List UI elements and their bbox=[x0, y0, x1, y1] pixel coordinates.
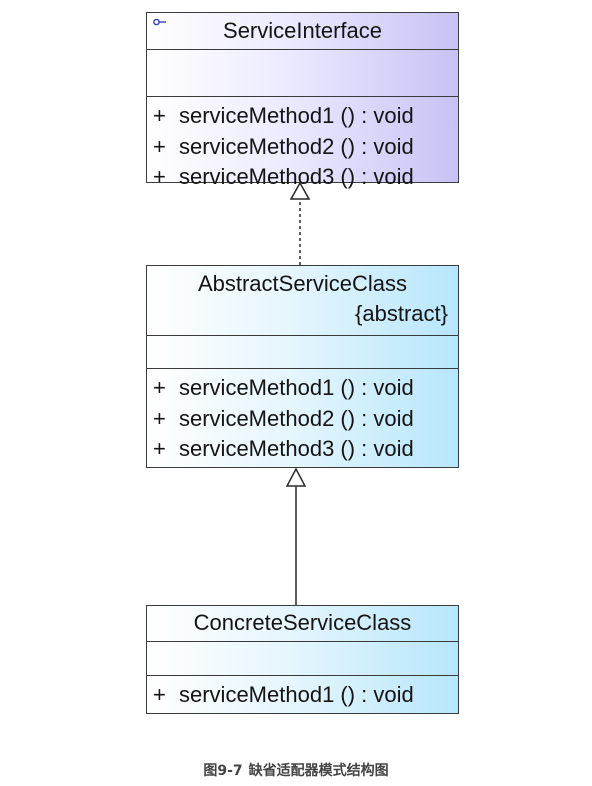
visibility-marker: + bbox=[153, 164, 166, 189]
visibility-marker: + bbox=[153, 133, 166, 159]
operation-row: + serviceMethod2 () : void bbox=[153, 404, 458, 435]
service-interface-class: ServiceInterface + serviceMethod1 () : vo… bbox=[146, 12, 459, 189]
operation-row: + serviceMethod3 () : void bbox=[153, 162, 458, 193]
operation-signature: serviceMethod2 () : void bbox=[179, 133, 414, 159]
attributes-compartment bbox=[147, 642, 458, 676]
class-name-compartment: ConcreteServiceClass bbox=[147, 606, 458, 642]
visibility-marker: + bbox=[153, 436, 166, 461]
operations-compartment: + serviceMethod1 () : void + serviceMethod… bbox=[147, 97, 458, 195]
operation-row: + serviceMethod1 () : void bbox=[153, 373, 458, 404]
attributes-compartment bbox=[147, 50, 458, 97]
visibility-marker: + bbox=[153, 375, 166, 400]
operation-signature: serviceMethod3 () : void bbox=[179, 436, 414, 461]
operation-signature: serviceMethod1 () : void bbox=[179, 682, 414, 707]
operations-compartment: + serviceMethod1 () : void bbox=[147, 676, 458, 713]
concrete-service-class: ConcreteServiceClass + serviceMethod1 () … bbox=[146, 605, 459, 714]
operation-row: + serviceMethod1 () : void bbox=[153, 101, 458, 132]
visibility-marker: + bbox=[153, 405, 166, 431]
figure-number: 图9-7 bbox=[203, 763, 243, 779]
realization-arrowhead bbox=[289, 181, 311, 200]
attributes-compartment bbox=[147, 336, 458, 369]
class-name: ConcreteServiceClass bbox=[193, 610, 412, 635]
abstract-service-class: AbstractServiceClass {abstract} + service… bbox=[146, 265, 459, 468]
class-name: ServiceInterface bbox=[223, 18, 382, 43]
operation-row: + serviceMethod3 () : void bbox=[153, 434, 458, 465]
operation-signature: serviceMethod3 () : void bbox=[179, 164, 414, 189]
operation-signature: serviceMethod1 () : void bbox=[179, 375, 414, 400]
class-name: AbstractServiceClass bbox=[197, 271, 408, 296]
interface-icon bbox=[153, 18, 166, 26]
operation-signature: serviceMethod1 () : void bbox=[179, 103, 414, 128]
operation-signature: serviceMethod2 () : void bbox=[179, 405, 414, 431]
class-name-compartment: ServiceInterface bbox=[147, 13, 458, 50]
class-name-compartment: AbstractServiceClass {abstract} bbox=[147, 266, 458, 336]
operation-row: + serviceMethod1 () : void bbox=[153, 680, 458, 711]
figure-caption: 图9-7 缺省适配器模式结构图 bbox=[0, 760, 592, 780]
visibility-marker: + bbox=[153, 682, 166, 707]
visibility-marker: + bbox=[153, 103, 166, 128]
figure-title: 缺省适配器模式结构图 bbox=[248, 763, 389, 779]
generalization-arrowhead bbox=[285, 467, 307, 487]
abstract-stereotype: {abstract} bbox=[355, 301, 448, 326]
operation-row: + serviceMethod2 () : void bbox=[153, 132, 458, 163]
operations-compartment: + serviceMethod1 () : void + serviceMethod… bbox=[147, 369, 458, 467]
